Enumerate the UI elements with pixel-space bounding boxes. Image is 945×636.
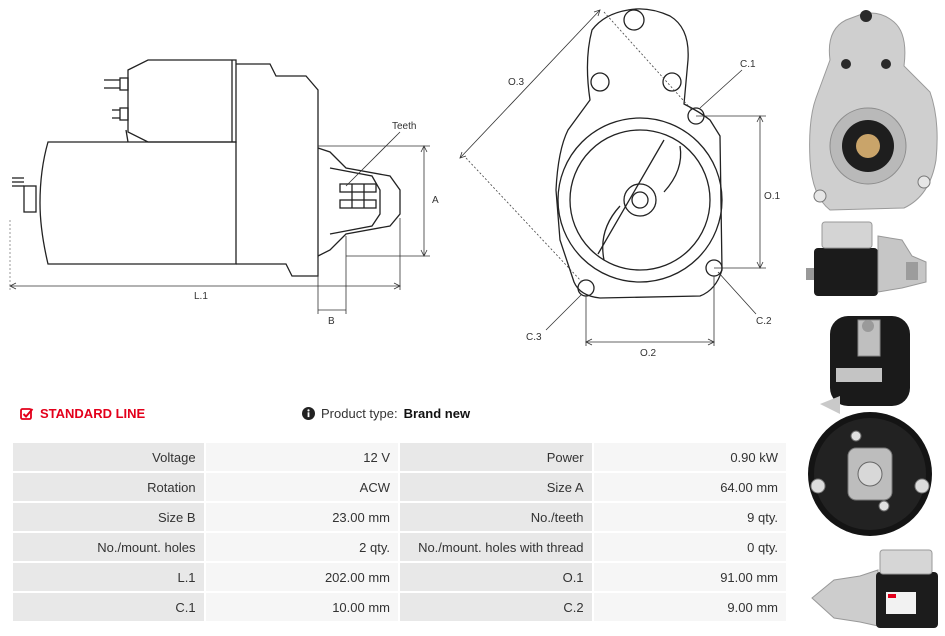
dim-c1-label: C.1 [740,59,756,70]
table-row: C.1 10.00 mm C.2 9.00 mm [11,591,789,623]
front-view-drawing: O.3 C.1 O.1 C.2 C.3 O.2 [459,8,781,359]
spec-value: 2 qty. [203,531,401,563]
dim-a-label: A [432,195,439,206]
product-type: Product type: Brand new [302,406,470,421]
product-photos [806,10,938,628]
spec-value: 10.00 mm [203,591,401,623]
spec-key: O.1 [398,561,594,593]
spec-key: Power [398,441,594,473]
spec-key: No./mount. holes [11,531,206,563]
product-type-value: Brand new [403,406,471,421]
table-row: Voltage 12 V Power 0.90 kW [11,441,789,473]
spec-key: L.1 [11,561,206,593]
spec-key: Rotation [11,471,206,503]
dim-b-label: B [328,316,335,327]
spec-key: C.2 [398,591,594,623]
spec-value: ACW [203,471,401,503]
spec-value: 9.00 mm [591,591,789,623]
table-row: Size B 23.00 mm No./teeth 9 qty. [11,501,789,533]
dim-c3-label: C.3 [526,332,542,343]
specs-table: Voltage 12 V Power 0.90 kW Rotation ACW … [11,441,789,623]
dim-o3-label: O.3 [508,77,525,88]
standard-line-label: STANDARD LINE [40,406,146,421]
product-photo-rear [808,316,932,536]
spec-value: 0 qty. [591,531,789,563]
spec-value: 23.00 mm [203,501,401,533]
product-photo-side [806,221,927,296]
checkbox-checked-icon [20,407,34,420]
dim-c2-label: C.2 [756,316,772,327]
spec-key: Size B [11,501,206,533]
table-row: No./mount. holes 2 qty. No./mount. holes… [11,531,789,563]
spec-value: 12 V [203,441,401,473]
spec-value: 9 qty. [591,501,789,533]
product-photo-front [809,10,938,211]
side-view-drawing: Teeth A L.1 B [9,59,439,327]
teeth-label: Teeth [392,121,416,132]
dim-o1-label: O.1 [764,191,781,202]
table-row: Rotation ACW Size A 64.00 mm [11,471,789,503]
spec-key: No./teeth [398,501,594,533]
spec-value: 202.00 mm [203,561,401,593]
spec-value: 0.90 kW [591,441,789,473]
product-photo-side-labeled [811,549,938,628]
product-type-label: Product type: [321,406,398,421]
spec-key: Size A [398,471,594,503]
spec-key: C.1 [11,591,206,623]
dim-o2-label: O.2 [640,348,657,359]
spec-key: No./mount. holes with thread [398,531,594,563]
spec-key: Voltage [11,441,206,473]
dim-l1-label: L.1 [194,291,208,302]
spec-value: 64.00 mm [591,471,789,503]
info-icon [302,407,315,420]
table-row: L.1 202.00 mm O.1 91.00 mm [11,561,789,593]
spec-value: 91.00 mm [591,561,789,593]
standard-line-heading: STANDARD LINE [20,406,145,421]
